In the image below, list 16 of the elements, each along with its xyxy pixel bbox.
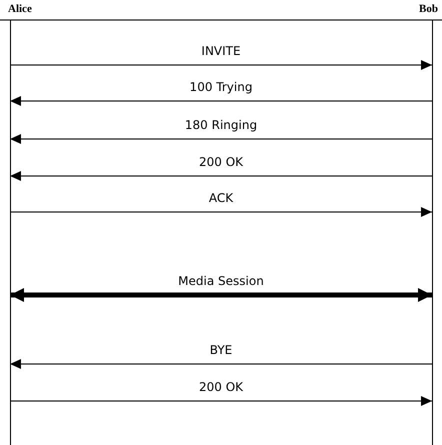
- message-label: 200 OK: [196, 380, 246, 394]
- participant-name: Bob: [419, 3, 438, 15]
- message-label: BYE: [208, 343, 234, 357]
- arrow: [10, 134, 432, 144]
- arrow: [10, 207, 432, 217]
- message-label: 100 Trying: [188, 80, 254, 94]
- message-label: 200 OK: [196, 155, 246, 169]
- participant-name: Alice: [8, 3, 32, 15]
- arrow: [10, 396, 432, 406]
- arrow: [10, 288, 432, 302]
- arrow: [10, 60, 432, 70]
- arrow: [10, 96, 432, 106]
- message-label: Media Session: [176, 274, 266, 288]
- arrow: [10, 171, 432, 181]
- arrow: [10, 359, 432, 369]
- message-label: ACK: [206, 191, 236, 205]
